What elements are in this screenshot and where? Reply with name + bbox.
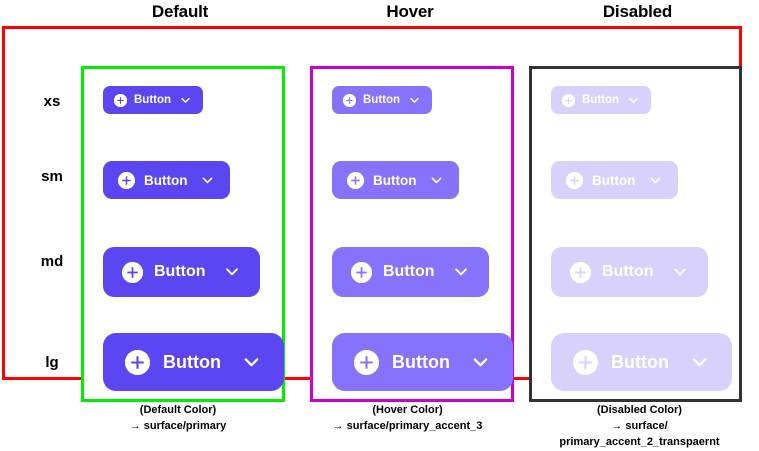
chevron-down-icon[interactable]: [470, 352, 491, 373]
button-default-xs[interactable]: Button: [103, 86, 204, 114]
chevron-down-icon[interactable]: [200, 173, 215, 188]
button-hover-xs[interactable]: Button: [332, 86, 433, 114]
plus-circle-icon: [125, 349, 150, 375]
button-label: Button: [134, 94, 172, 106]
chevron-down-icon[interactable]: [408, 94, 421, 107]
column-header-disabled: Disabled: [602, 2, 673, 21]
caption-disabled-color: (Disabled Color) → surface/ primary_acce…: [520, 402, 759, 450]
button-default-lg[interactable]: Button: [103, 333, 284, 391]
caption-line-2: → surface/: [611, 420, 668, 432]
plus-circle-icon: [343, 93, 356, 107]
button-disabled-xs: Button: [551, 86, 652, 114]
button-label: Button: [602, 263, 654, 280]
plus-circle-icon: [566, 171, 583, 189]
plus-circle-icon: [114, 93, 127, 107]
row-label-lg: lg: [45, 354, 59, 371]
button-default-md[interactable]: Button: [103, 247, 260, 297]
plus-circle-icon: [347, 171, 364, 189]
chevron-down-icon: [648, 173, 663, 188]
button-disabled-lg: Button: [551, 333, 732, 391]
caption-line-3: primary_accent_2_transpaernt: [559, 436, 720, 448]
plus-circle-icon: [118, 171, 135, 189]
button-hover-lg[interactable]: Button: [332, 333, 513, 391]
outer-annotation-frame: xs sm md lg Button: [2, 26, 742, 402]
button-label: Button: [392, 351, 450, 372]
row-label-xs: xs: [43, 93, 61, 110]
chevron-down-icon[interactable]: [241, 352, 262, 373]
button-label: Button: [144, 172, 188, 188]
button-hover-md[interactable]: Button: [332, 247, 489, 297]
button-label: Button: [592, 172, 636, 188]
row-label-md: md: [40, 253, 64, 270]
state-column-hover: Button Button: [310, 66, 514, 402]
caption-default-color: (Default Color) → surface/primary: [76, 402, 280, 434]
button-stack-default: Button Button: [84, 69, 284, 399]
state-column-default: Button Button: [81, 66, 285, 402]
caption-line-2: → surface/primary: [129, 420, 227, 432]
caption-line-2: → surface/primary_accent_3: [332, 420, 483, 432]
plus-circle-icon: [570, 261, 591, 283]
plus-circle-icon: [351, 261, 372, 283]
plus-circle-icon: [354, 349, 379, 375]
button-disabled-sm: Button: [551, 161, 679, 199]
button-label: Button: [611, 351, 669, 372]
button-label: Button: [383, 263, 435, 280]
chevron-down-icon[interactable]: [429, 173, 444, 188]
button-label: Button: [373, 172, 417, 188]
chevron-down-icon: [627, 94, 640, 107]
row-label-sm: sm: [41, 168, 63, 185]
chevron-down-icon[interactable]: [179, 94, 192, 107]
button-label: Button: [363, 94, 401, 106]
button-stack-disabled: Button Button: [532, 69, 739, 399]
column-header-default: Default: [151, 2, 209, 21]
state-column-disabled: Button Button: [529, 66, 742, 402]
caption-line-1: (Hover Color): [372, 404, 443, 416]
button-stack-hover: Button Button: [313, 69, 513, 399]
plus-circle-icon: [122, 261, 143, 283]
column-header-hover: Hover: [386, 2, 434, 21]
button-disabled-md: Button: [551, 247, 708, 297]
caption-line-1: (Default Color): [139, 404, 217, 416]
caption-hover-color: (Hover Color) → surface/primary_accent_3: [300, 402, 515, 434]
plus-circle-icon: [562, 93, 575, 107]
button-label: Button: [163, 351, 221, 372]
chevron-down-icon: [689, 352, 710, 373]
button-hover-sm[interactable]: Button: [332, 161, 460, 199]
caption-line-1: (Disabled Color): [597, 404, 682, 416]
button-label: Button: [154, 263, 206, 280]
plus-circle-icon: [573, 349, 598, 375]
chevron-down-icon[interactable]: [223, 263, 241, 281]
chevron-down-icon[interactable]: [452, 263, 470, 281]
button-label: Button: [582, 94, 620, 106]
chevron-down-icon: [671, 263, 689, 281]
button-default-sm[interactable]: Button: [103, 161, 231, 199]
